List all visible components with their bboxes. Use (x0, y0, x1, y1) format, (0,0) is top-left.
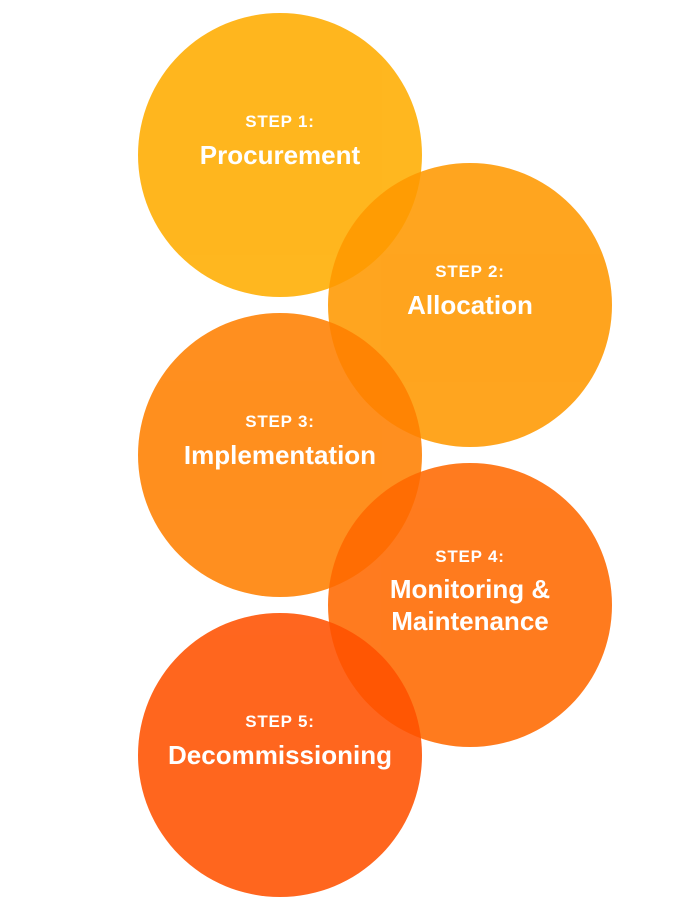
step-3-title: Implementation (183, 439, 377, 470)
step-1-label: STEP 1: (245, 112, 315, 132)
step-5-label: STEP 5: (245, 712, 315, 732)
step-1-title: Procurement (199, 139, 361, 170)
step-3-label: STEP 3: (245, 412, 315, 432)
step-4-text: STEP 4: Monitoring & Maintenance (328, 450, 612, 734)
step-2-title: Allocation (407, 289, 533, 320)
step-5-title: Decommissioning (168, 739, 392, 770)
step-4-label: STEP 4: (435, 546, 505, 566)
step-circle-1: STEP 1: Procurement (138, 13, 422, 297)
step-4-title: Monitoring & Maintenance (389, 573, 551, 636)
step-circle-5: STEP 5: Decommissioning (138, 613, 422, 897)
step-3-text: STEP 3: Implementation (138, 300, 422, 584)
step-5-text: STEP 5: Decommissioning (138, 600, 422, 884)
step-1-text: STEP 1: Procurement (138, 0, 422, 284)
step-2-label: STEP 2: (435, 262, 505, 282)
step-2-text: STEP 2: Allocation (328, 150, 612, 434)
